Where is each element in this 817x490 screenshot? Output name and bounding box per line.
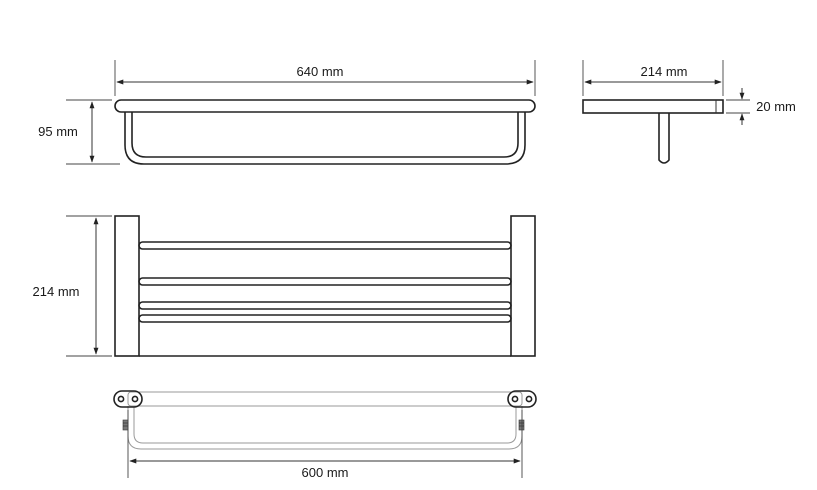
bottom-view: 600 mm (113, 390, 537, 480)
left-hinge-icon (122, 419, 129, 431)
front-height-label: 95 mm (38, 124, 78, 139)
side-towel-bar (658, 113, 670, 164)
bottom-span-label: 600 mm (302, 465, 349, 480)
bottom-towel-bar-inner (133, 406, 517, 444)
right-hinge-icon (518, 419, 525, 431)
top-right-bracket (510, 215, 536, 357)
front-view: 640 mm 95 mm (38, 60, 536, 165)
bottom-towel-bar-outer (127, 406, 523, 450)
bottom-shelf-outline (127, 391, 523, 407)
top-rod-4 (138, 314, 512, 323)
right-screw-hole-1 (511, 395, 519, 403)
front-shelf-plate (114, 99, 536, 113)
front-towel-bar-inner (131, 112, 519, 158)
side-view: 214 mm 20 mm (582, 60, 796, 164)
top-rod-1 (138, 241, 512, 250)
front-width-label: 640 mm (297, 64, 344, 79)
left-screw-hole-2 (131, 395, 139, 403)
top-rod-3 (138, 301, 512, 310)
side-thickness-label: 20 mm (756, 99, 796, 114)
top-depth-label: 214 mm (33, 284, 80, 299)
right-mount-plate (507, 390, 537, 408)
top-left-bracket (114, 215, 140, 357)
top-view: 214 mm (33, 215, 536, 357)
left-mount-plate (113, 390, 143, 408)
right-screw-hole-2 (525, 395, 533, 403)
left-screw-hole-1 (117, 395, 125, 403)
front-towel-bar-outer (124, 112, 526, 165)
side-depth-label: 214 mm (641, 64, 688, 79)
top-rod-2 (138, 277, 512, 286)
side-shelf-plate (582, 99, 724, 114)
